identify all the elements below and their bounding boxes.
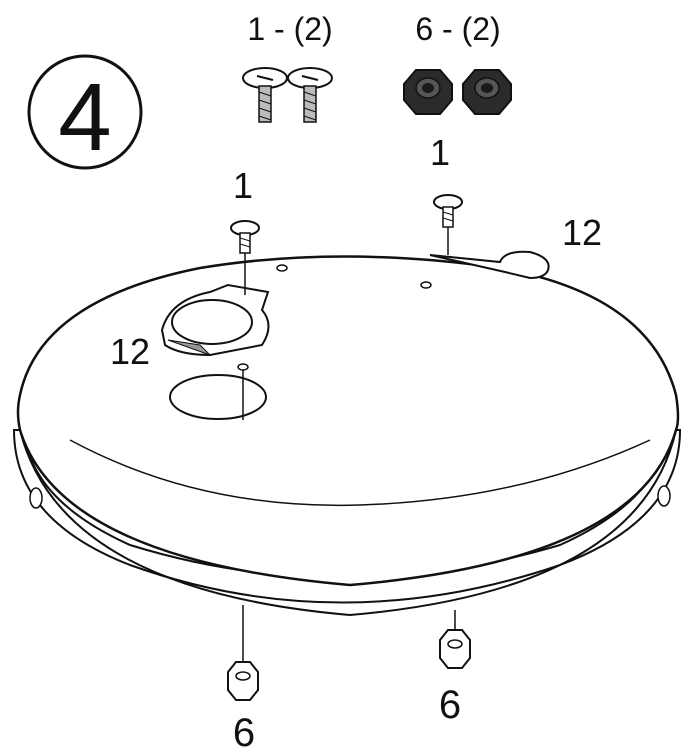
nut-icon — [462, 69, 512, 115]
nuts-callout: 6 - (2) — [415, 11, 500, 47]
step-number: 4 — [58, 64, 111, 171]
screw-left — [230, 220, 260, 420]
nut-bottom-right — [439, 610, 471, 669]
bracket-right — [429, 250, 550, 280]
label-screw-left: 1 — [233, 165, 253, 206]
screw-right — [433, 194, 463, 255]
parts-nuts: 6 - (2) — [403, 11, 512, 115]
nut-bottom-left — [227, 605, 259, 701]
bracket-left — [160, 283, 270, 357]
screw-icon — [287, 67, 333, 123]
screw-icon — [242, 67, 288, 123]
label-bracket-left: 12 — [110, 331, 150, 372]
step-badge: 4 — [27, 54, 143, 171]
parts-screws: 1 - (2) — [242, 11, 333, 123]
label-nut-bottom-left: 6 — [233, 711, 255, 754]
nut-icon — [403, 69, 453, 115]
label-bracket-right: 12 — [562, 212, 602, 253]
housing-dome — [12, 255, 682, 617]
label-nut-bottom-right: 6 — [439, 683, 461, 727]
screws-callout: 1 - (2) — [247, 11, 332, 47]
label-screw-right: 1 — [430, 132, 450, 173]
